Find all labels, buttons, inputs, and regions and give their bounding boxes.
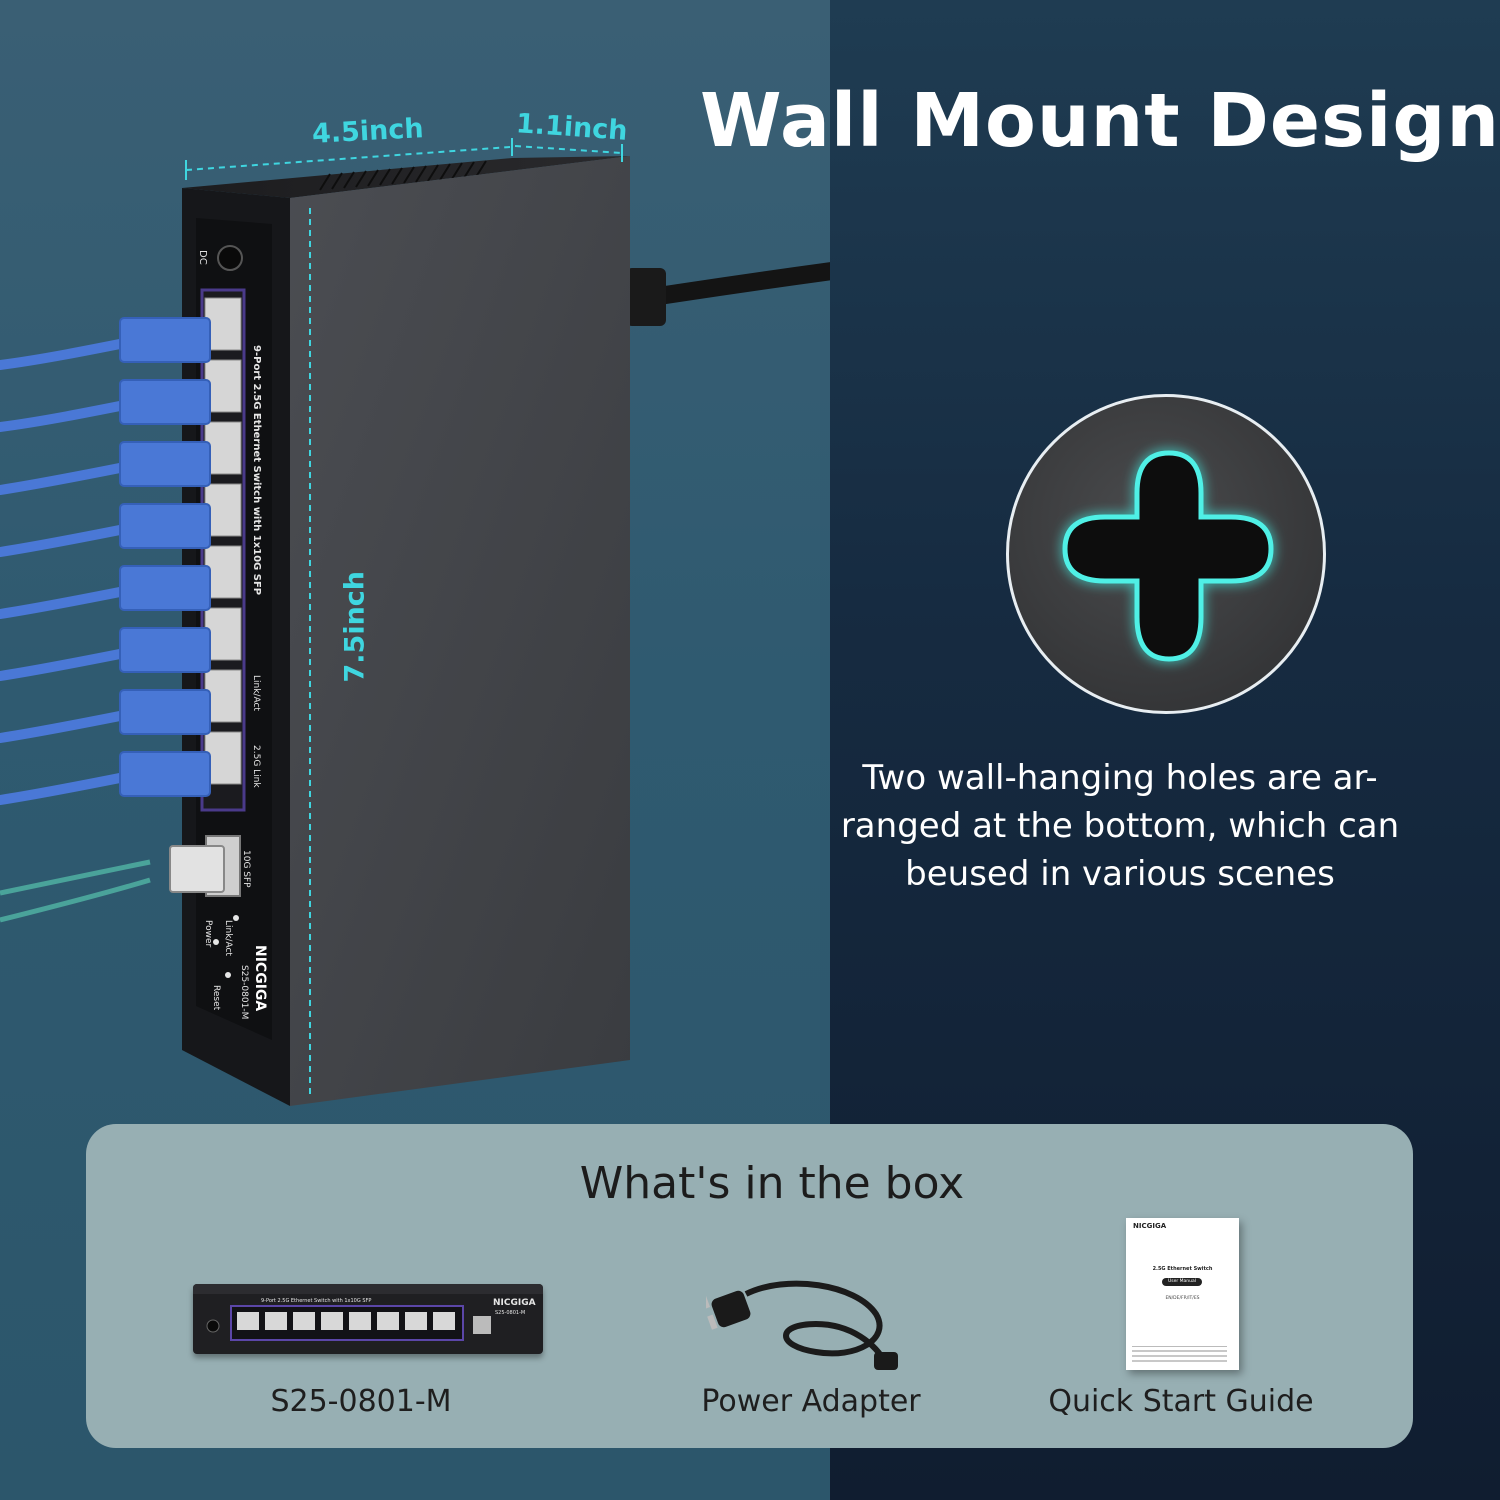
box-item-label-adapter: Power Adapter [701,1384,921,1419]
guide-brand: NICGIGA [1133,1222,1167,1230]
rj45-plugs [119,317,211,797]
led-legend-1: Link/Act [251,675,261,711]
model-label: S25-0801-M [239,965,249,1019]
sfp-label: 10G SFP [241,850,251,888]
link-label: Link/Act [223,920,233,956]
dimension-height-label: 7.5inch [339,570,371,683]
power-cable-image [706,1280,898,1370]
vent-slots [319,160,487,191]
guide-footer-lines [1132,1346,1227,1364]
reset-label: Reset [211,985,221,1011]
guide-pill: User Manual [1162,1278,1202,1286]
mini-switch-desc: 9-Port 2.5G Ethernet Switch with 1x10G S… [261,1298,372,1304]
power-label: Power [203,920,213,948]
fiber-cable [0,859,151,923]
brand-label: NICGIGA [252,945,268,1011]
switch-side-face [290,156,630,1106]
guide-title: 2.5G Ethernet Switch [1152,1266,1213,1272]
dc-jack [217,245,243,271]
dimension-guides [185,145,623,1096]
guide-languages: EN/DE/FR/IT/ES [1165,1296,1200,1301]
switch-image: NICGIGA S25-0801-M 9-Port 2.5G Ethernet … [193,1284,543,1354]
led-legend-2: 2.5G Link [251,745,261,788]
power-cord [623,262,830,309]
switch-description: 9-Port 2.5G Ethernet Switch with 1x10G S… [251,345,262,595]
wall-mount-caption: Two wall-hanging holes are ar- ranged at… [840,758,1400,894]
cross-hole-icon [1062,450,1274,662]
dc-label: DC [197,250,208,265]
dimension-width-label: 4.5inch [311,113,425,150]
mini-switch-brand: NICGIGA [493,1298,536,1308]
switch-product-illustration: DC 9-Port 2.5G Ethernet Switch with 1x10… [0,138,830,1106]
box-item-label-switch: S25-0801-M [270,1384,452,1419]
power-plug [626,268,666,326]
wall-hole-closeup [1006,394,1326,714]
box-title: What's in the box [579,1158,965,1209]
sfp-module [169,845,225,893]
mini-switch-model: S25-0801-M [495,1310,526,1316]
switch-top-face [182,156,630,198]
manual-image: NICGIGA 2.5G Ethernet Switch User Manual… [1126,1218,1239,1370]
headline: Wall Mount Design [700,78,1500,164]
whats-in-the-box-panel: What's in the box NICGIGA S25-0801-M 9-P… [86,1124,1413,1448]
box-item-label-guide: Quick Start Guide [1048,1384,1314,1419]
